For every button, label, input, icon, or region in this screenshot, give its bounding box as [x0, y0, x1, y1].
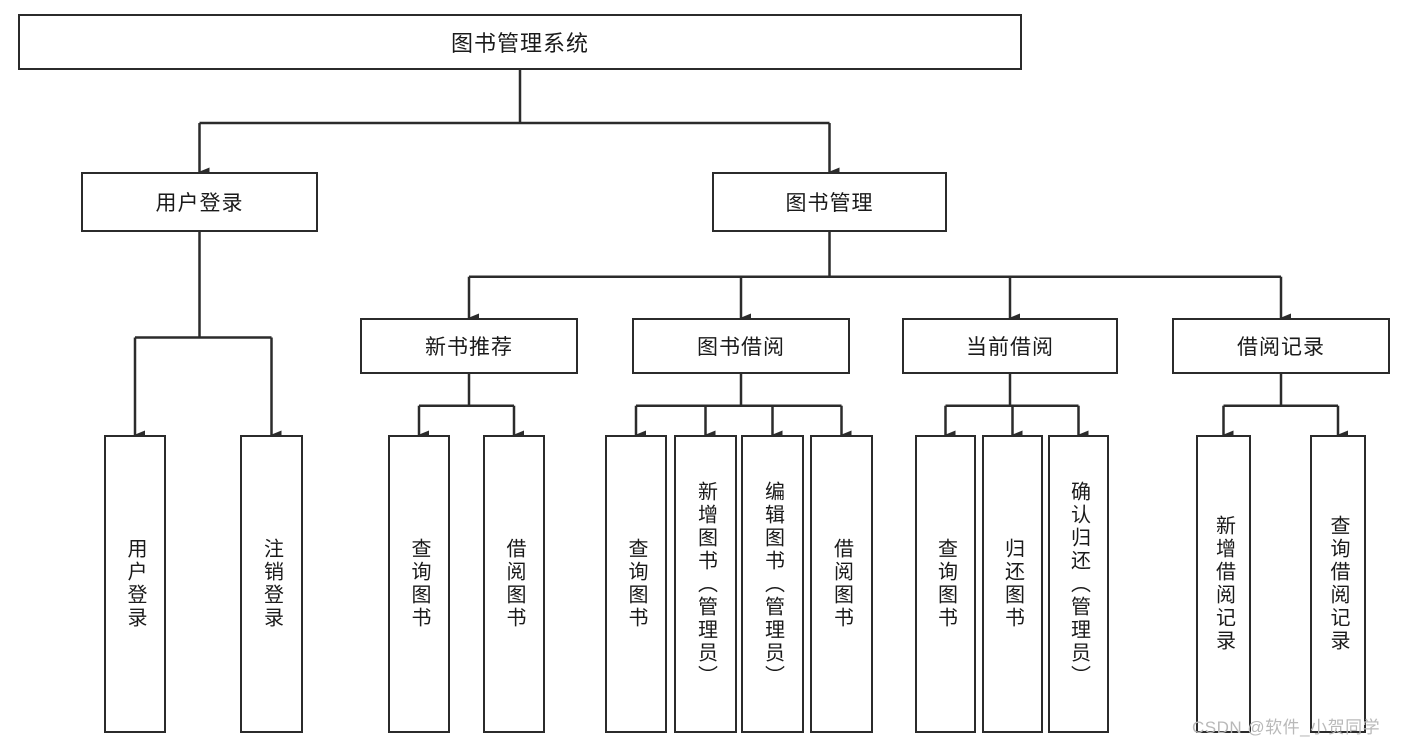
node-leaf-return-book[interactable]: 归还图书: [982, 435, 1043, 733]
node-label: 确认归还（管理员）: [1067, 480, 1090, 688]
node-label: 查询图书: [625, 538, 647, 630]
node-leaf-query-book-current[interactable]: 查询图书: [915, 435, 976, 733]
node-label: 查询图书: [408, 538, 430, 630]
node-new-book-rec[interactable]: 新书推荐: [360, 318, 578, 374]
node-label: 借阅记录: [1237, 336, 1325, 359]
node-label: 借阅图书: [503, 538, 525, 630]
node-label: 查询图书: [934, 538, 957, 630]
node-book-borrow[interactable]: 图书借阅: [632, 318, 850, 374]
watermark-text: CSDN @软件_小贺同学: [1192, 718, 1381, 737]
node-label: 图书借阅: [697, 336, 785, 359]
node-leaf-borrow-book[interactable]: 借阅图书: [810, 435, 873, 733]
node-root[interactable]: 图书管理系统: [18, 14, 1022, 70]
node-leaf-query-book-rec[interactable]: 查询图书: [388, 435, 450, 733]
node-book-manage[interactable]: 图书管理: [712, 172, 947, 232]
node-label: 编辑图书（管理员）: [761, 480, 784, 688]
node-leaf-user-login[interactable]: 用户登录: [104, 435, 166, 733]
node-leaf-edit-book[interactable]: 编辑图书（管理员）: [741, 435, 804, 733]
node-current-borrow[interactable]: 当前借阅: [902, 318, 1118, 374]
node-leaf-query-record[interactable]: 查询借阅记录: [1310, 435, 1366, 733]
node-label: 借阅图书: [830, 538, 853, 630]
node-leaf-add-record[interactable]: 新增借阅记录: [1196, 435, 1251, 733]
node-leaf-add-book[interactable]: 新增图书（管理员）: [674, 435, 737, 733]
node-label: 新增图书（管理员）: [694, 480, 717, 688]
node-label: 新书推荐: [425, 336, 513, 359]
node-leaf-confirm-return[interactable]: 确认归还（管理员）: [1048, 435, 1109, 733]
node-label: 用户登录: [124, 538, 146, 630]
node-label: 新增借阅记录: [1212, 515, 1235, 653]
node-label: 查询借阅记录: [1327, 515, 1349, 653]
node-leaf-query-book-borrow[interactable]: 查询图书: [605, 435, 667, 733]
node-leaf-borrow-book-rec[interactable]: 借阅图书: [483, 435, 545, 733]
node-label: 图书管理系统: [450, 31, 589, 56]
node-label: 归还图书: [1001, 538, 1024, 630]
node-label: 当前借阅: [966, 336, 1054, 359]
connector-lines: [133, 70, 1348, 440]
node-label: 注销登录: [260, 538, 283, 630]
node-label: 用户登录: [155, 192, 244, 215]
node-label: 图书管理: [785, 192, 874, 215]
node-leaf-user-logout[interactable]: 注销登录: [240, 435, 303, 733]
node-user-login[interactable]: 用户登录: [81, 172, 318, 232]
node-borrow-record[interactable]: 借阅记录: [1172, 318, 1390, 374]
